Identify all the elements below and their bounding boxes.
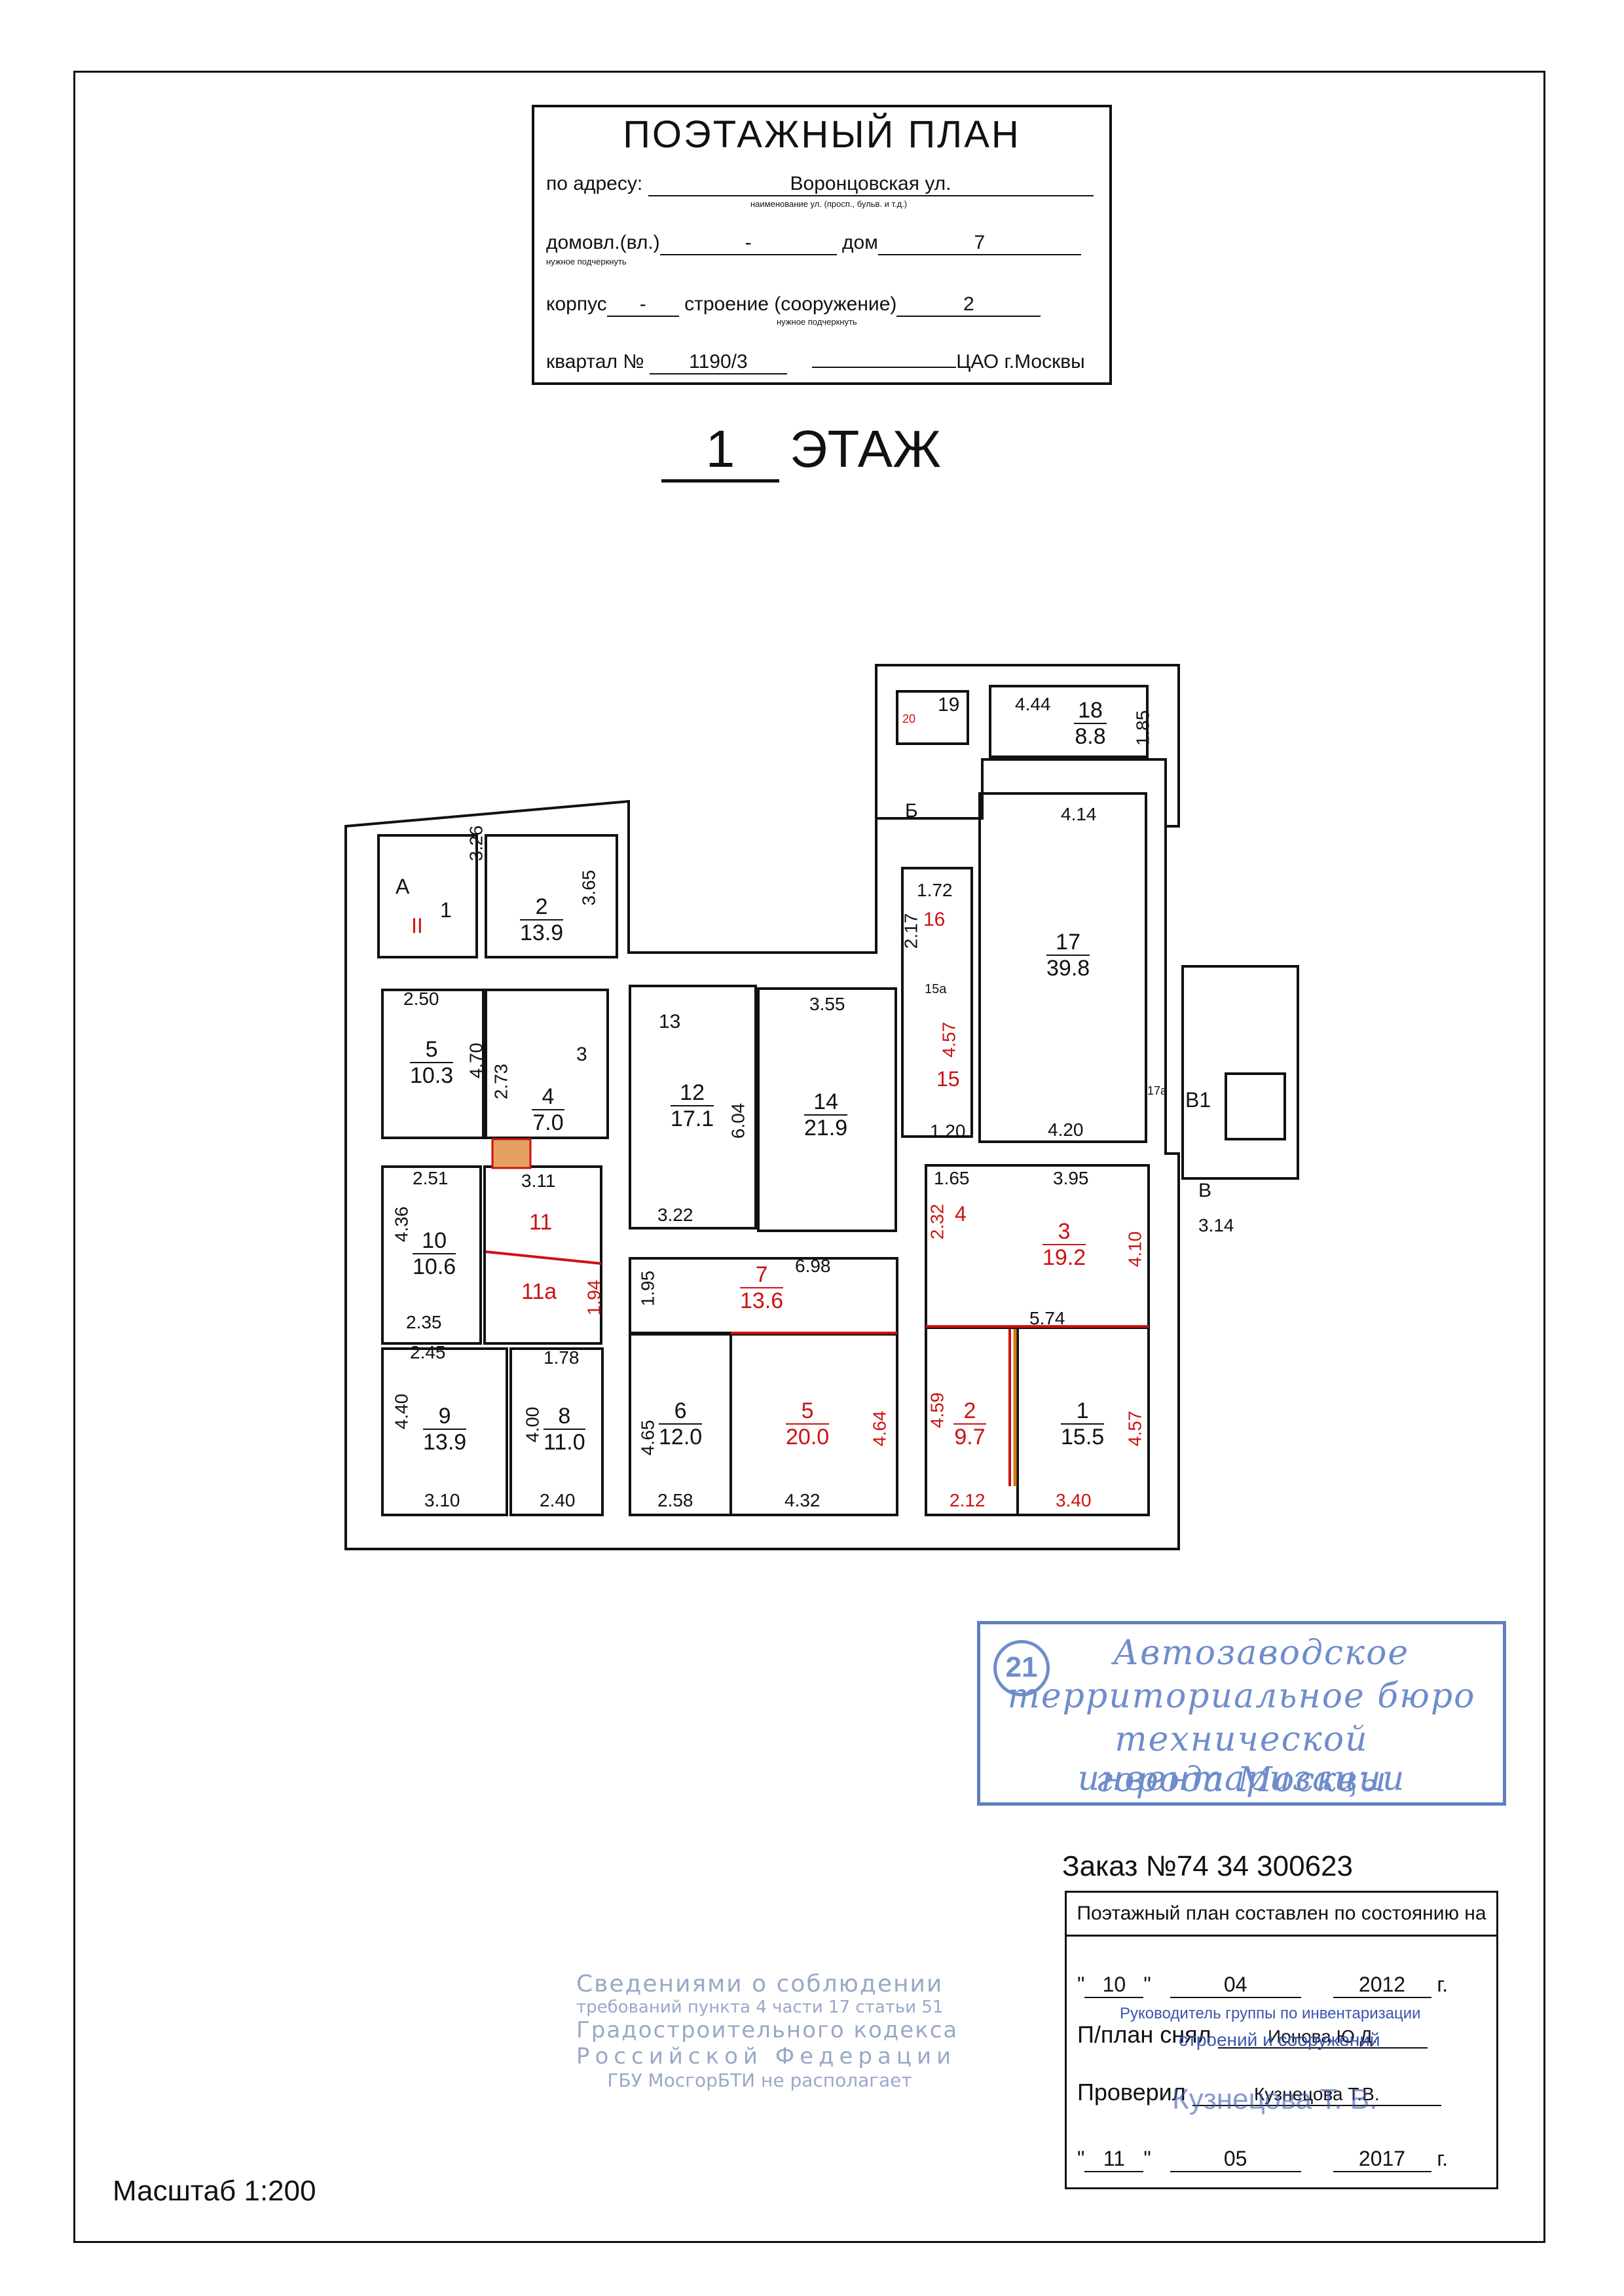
kvartal-line: квартал № 1190/3 ЦАО г.Москвы bbox=[546, 351, 1085, 374]
scale-label: Масштаб 1:200 bbox=[113, 2175, 316, 2207]
document-title: ПОЭТАЖНЫЙ ПЛАН bbox=[623, 113, 1021, 156]
stamp-line: технической инвентаризации bbox=[1077, 1720, 1406, 1798]
korpus-value: - bbox=[606, 293, 679, 317]
kvartal-value: 1190/3 bbox=[649, 351, 787, 374]
info-box: Поэтажный план составлен по состоянию на… bbox=[1065, 1891, 1498, 2189]
official-stamp-line: Кузнецова Т. В. bbox=[1172, 2083, 1378, 2115]
stroenie-value: 2 bbox=[896, 293, 1041, 317]
official-stamp: Руководитель группы по инвентаризации ст… bbox=[1120, 1992, 1460, 2116]
dom-value: 7 bbox=[877, 232, 1081, 255]
stamp-line: города Москвы bbox=[1095, 1760, 1388, 1800]
district: ЦАО г.Москвы bbox=[956, 351, 1085, 373]
info-header: Поэтажный план составлен по состоянию на bbox=[1067, 1893, 1496, 1937]
order-number: Заказ №74 34 300623 bbox=[1062, 1850, 1353, 1882]
date-row-1: "10" 04 2012 г. bbox=[1077, 1973, 1448, 1998]
floor-word: ЭТАЖ bbox=[790, 420, 941, 478]
checked-row: Проверил Кузнецова Т.В. bbox=[1077, 2079, 1441, 2106]
stamp-line: Автозаводское bbox=[1113, 1633, 1410, 1673]
date-row-2: "11" 05 2017 г. bbox=[1077, 2147, 1448, 2172]
address-value: Воронцовская ул. bbox=[648, 173, 1094, 196]
stroenie-hint: нужное подчеркнуть bbox=[777, 317, 857, 327]
address-line: по адресу: Воронцовская ул. bbox=[546, 173, 1094, 196]
bti-stamp: 21 Автозаводское территориальное бюро те… bbox=[977, 1621, 1506, 1806]
domovl-value: - bbox=[659, 232, 837, 255]
official-stamp-line: Руководитель группы по инвентаризации bbox=[1120, 2005, 1421, 2022]
stamp-line: территориальное бюро bbox=[1007, 1677, 1476, 1716]
page-frame bbox=[73, 71, 1545, 2243]
title-block: ПОЭТАЖНЫЙ ПЛАН по адресу: Воронцовская у… bbox=[532, 105, 1112, 385]
stamp-number: 21 bbox=[993, 1640, 1050, 1696]
domovl-hint: нужное подчеркнуть bbox=[546, 257, 627, 266]
notice-stamp: Сведениями о соблюдении требований пункт… bbox=[576, 1971, 959, 2091]
official-stamp-line: строений и сооружений bbox=[1179, 2030, 1380, 2050]
drawn-row: П/план снял Ионова Ю.Д. bbox=[1077, 2021, 1428, 2049]
korpus-line: корпус- строение (сооружение)2 bbox=[546, 293, 1041, 317]
address-hint: наименование ул. (просп., бульв. и т.д.) bbox=[750, 199, 908, 209]
floor-number: 1 bbox=[661, 419, 779, 483]
